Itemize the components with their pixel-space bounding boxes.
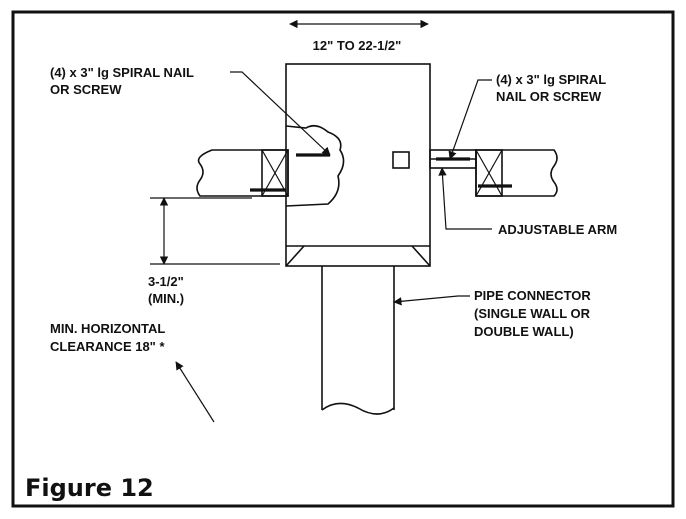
label-adjustable-arm: ADJUSTABLE ARM [498,222,617,237]
clearance-arrow [175,361,215,423]
label-pipe-line3: DOUBLE WALL) [474,324,574,339]
label-left-nail-line2: OR SCREW [50,82,122,97]
figure-title: Figure 12 [25,474,154,502]
label-left-nail-line1: (4) x 3" lg SPIRAL NAIL [50,65,194,80]
label-pipe-line2: (SINGLE WALL OR [474,306,591,321]
right-joist [475,149,558,197]
cutaway-section [285,124,345,207]
label-clearance-line2: CLEARANCE 18" * [50,339,165,354]
leader-right-nail [448,79,492,160]
label-right-nail-line1: (4) x 3" lg SPIRAL [496,72,606,87]
box-opening [392,151,410,169]
support-box [285,63,431,267]
leader-adjustable-arm [438,167,492,230]
label-min-height-line2: (MIN.) [148,291,184,306]
leader-left-nail [230,71,331,156]
width-dimension-label: 12" TO 22-1/2" [313,38,402,53]
left-joist [196,149,289,197]
pipe-connector [321,266,395,415]
leader-pipe-connector [393,295,470,306]
label-right-nail-line2: NAIL OR SCREW [496,89,602,104]
figure-frame [11,10,675,508]
label-clearance-line1: MIN. HORIZONTAL [50,321,165,336]
label-min-height-line1: 3-1/2" [148,274,184,289]
label-pipe-line1: PIPE CONNECTOR [474,288,591,303]
min-height-dimension [150,197,280,265]
